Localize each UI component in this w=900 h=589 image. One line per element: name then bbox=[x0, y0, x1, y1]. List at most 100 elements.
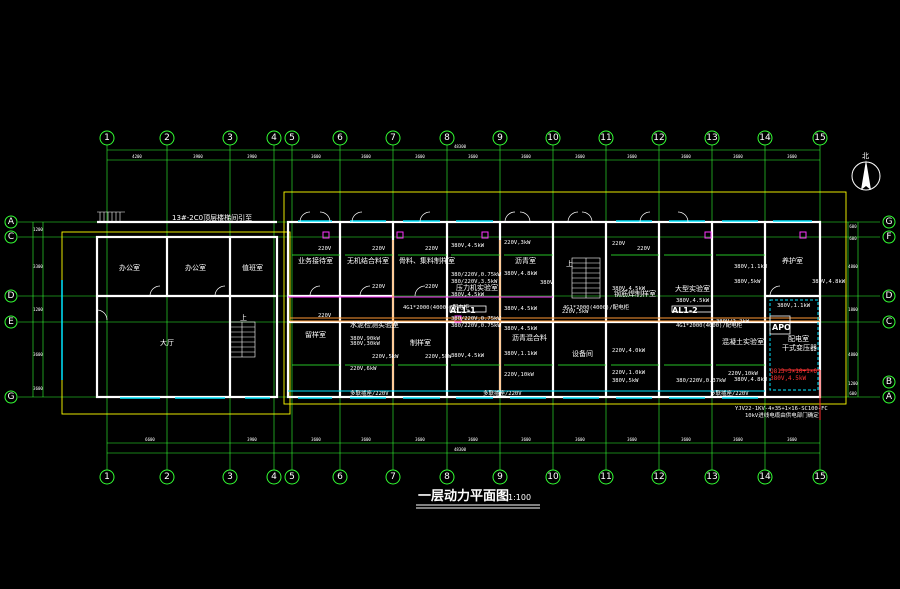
left-dimension-lines bbox=[32, 222, 44, 397]
room-duty: 值班室 bbox=[242, 263, 263, 272]
room-labels: 办公室 办公室 值班室 大厅 业务接待室 无机结合料室 骨料、集料制样室 压力机… bbox=[119, 256, 817, 358]
circuit-label: 380V,4.5kW bbox=[451, 243, 485, 249]
axis-left-A: A bbox=[8, 217, 15, 227]
room-concrete: 混凝土实验室 bbox=[722, 337, 764, 346]
circuit-label: 220V,1.0kW bbox=[612, 370, 646, 376]
magenta-wiring bbox=[288, 231, 807, 323]
green-branches bbox=[292, 254, 765, 366]
dim-right-3: 4800 bbox=[848, 264, 858, 269]
axis-top-4: 4 bbox=[271, 133, 277, 143]
circuit-label: 380V,5kW bbox=[612, 378, 639, 384]
axis-bottom-9: 9 bbox=[497, 472, 503, 482]
circuit-label: 380V/2.2kW bbox=[716, 319, 750, 325]
circuit-label: 380V,4.5kW bbox=[451, 292, 485, 298]
left-stair-label: 上 bbox=[240, 313, 247, 322]
circuit-label: 380V,30kW bbox=[350, 341, 380, 347]
dim-top-12: 3600 bbox=[733, 154, 743, 159]
axis-bottom-4: 4 bbox=[271, 472, 277, 482]
note-cable-2: 10kV进线电缆由供电部门确定 bbox=[745, 411, 819, 419]
circuit-label: 380V,4.5kW bbox=[504, 306, 538, 312]
axis-left-D: D bbox=[8, 291, 15, 301]
circuit-label: 多联插座/220V bbox=[483, 389, 522, 397]
circuit-label: 380V,4.8kW bbox=[812, 279, 846, 285]
axis-bottom-13: 13 bbox=[706, 472, 717, 482]
circuit-label: 220V bbox=[318, 313, 332, 319]
circuit-label: 380V,1.1kW bbox=[504, 351, 538, 357]
circuit-label: 220V bbox=[425, 284, 439, 290]
room-asphalt-mix: 沥青混合料 bbox=[512, 333, 547, 342]
axis-bottom-5: 5 bbox=[289, 472, 295, 482]
panel-apo: APO bbox=[772, 323, 791, 332]
left-stair bbox=[229, 321, 256, 358]
circuit-label: 380/220V,0.37kW bbox=[676, 378, 726, 384]
dim-left-5: 3600 bbox=[33, 386, 43, 391]
axis-right-B: B bbox=[886, 377, 892, 387]
panel-al1-2: AL1-2 bbox=[672, 306, 698, 315]
room-aggregate: 骨料、集料制样室 bbox=[399, 256, 455, 265]
dim-top-8: 3600 bbox=[521, 154, 531, 159]
right-stair bbox=[571, 257, 601, 299]
axis-bottom-11: 11 bbox=[600, 472, 611, 482]
axis-left-E: E bbox=[8, 317, 14, 327]
circuit-label: 220V,10kW bbox=[728, 371, 758, 377]
dim-top-6: 3600 bbox=[415, 154, 425, 159]
room-soil: 大型实验室 bbox=[675, 284, 710, 293]
axis-top-13: 13 bbox=[706, 133, 717, 143]
circuit-label: 220V,5kW bbox=[372, 354, 399, 360]
axis-bottom-8: 8 bbox=[444, 472, 450, 482]
room-cement-test: 水泥检测实验室 bbox=[350, 320, 399, 329]
axis-bottom-12: 12 bbox=[653, 472, 664, 482]
circuit-label: 380V,1.1kW bbox=[734, 264, 768, 270]
axis-top-10: 10 bbox=[547, 133, 559, 143]
circuit-label: 220V,4.0kW bbox=[612, 348, 646, 354]
dim-right-7: 600 bbox=[849, 391, 857, 396]
room-hall: 大厅 bbox=[160, 338, 174, 347]
room-office-2: 办公室 bbox=[185, 263, 206, 272]
axis-right-A: A bbox=[886, 392, 893, 402]
circuit-label: 220V,10kW bbox=[504, 372, 534, 378]
north-arrow bbox=[851, 160, 881, 191]
column-axis-bubbles-bottom: 1 2 3 4 5 6 7 8 9 10 11 12 13 14 15 bbox=[99, 469, 828, 485]
axis-bottom-14: 14 bbox=[759, 472, 771, 482]
dim-top-11: 3600 bbox=[681, 154, 691, 159]
circuit-label: 4G1*2000(4000)/配电柜 bbox=[676, 321, 743, 329]
circuit-label: 4G1*2000(4000)/配电柜 bbox=[403, 303, 470, 311]
axis-top-9: 9 bbox=[497, 133, 503, 143]
dim-top-3: 3900 bbox=[247, 154, 257, 159]
dim-bottom-8: 3600 bbox=[575, 437, 585, 442]
circuit-label: 多联插座/220V bbox=[710, 389, 749, 397]
dim-top-5: 3600 bbox=[361, 154, 371, 159]
circuit-label: 380V bbox=[540, 280, 554, 286]
drawing-title: 一层动力平面图 bbox=[418, 488, 509, 504]
circuit-label: 380V,1.1kW bbox=[777, 303, 811, 309]
axis-top-2: 2 bbox=[164, 133, 170, 143]
room-curing: 留样室 bbox=[305, 330, 326, 339]
dim-left-3: 1200 bbox=[33, 307, 43, 312]
axis-top-15: 15 bbox=[814, 133, 825, 143]
dim-bottom-10: 3600 bbox=[681, 437, 691, 442]
axis-top-8: 8 bbox=[444, 133, 450, 143]
axis-right-D: D bbox=[886, 291, 893, 301]
note-cable: YJV22-1KV-4×35+1×16-SC100-FC bbox=[735, 406, 828, 412]
circuit-label: 380/220V,0.75kW bbox=[451, 323, 501, 329]
dim-top-2: 3900 bbox=[193, 154, 203, 159]
circuit-label: 380V,4.8kW bbox=[504, 271, 538, 277]
room-substation: 配电室 bbox=[788, 334, 809, 343]
room-guard: 养护室 bbox=[782, 256, 803, 265]
circuit-label: 220V bbox=[372, 246, 386, 252]
dim-bottom-11: 3600 bbox=[733, 437, 743, 442]
axis-bottom-7: 7 bbox=[390, 472, 396, 482]
circuit-label: 220V bbox=[318, 246, 332, 252]
building-outline bbox=[61, 191, 847, 415]
right-dimension-lines bbox=[847, 222, 859, 397]
dim-top-10: 3600 bbox=[627, 154, 637, 159]
door-swings bbox=[96, 211, 781, 321]
circuit-label: 380/220V,3.5kW bbox=[451, 279, 498, 285]
stair-handrail bbox=[97, 211, 125, 222]
drawing-scale: 1:100 bbox=[508, 493, 531, 502]
room-asphalt: 沥青室 bbox=[515, 256, 536, 265]
dim-right-4: 1800 bbox=[848, 307, 858, 312]
red-wiring bbox=[780, 369, 821, 420]
dim-right-6: 1200 bbox=[848, 381, 858, 386]
